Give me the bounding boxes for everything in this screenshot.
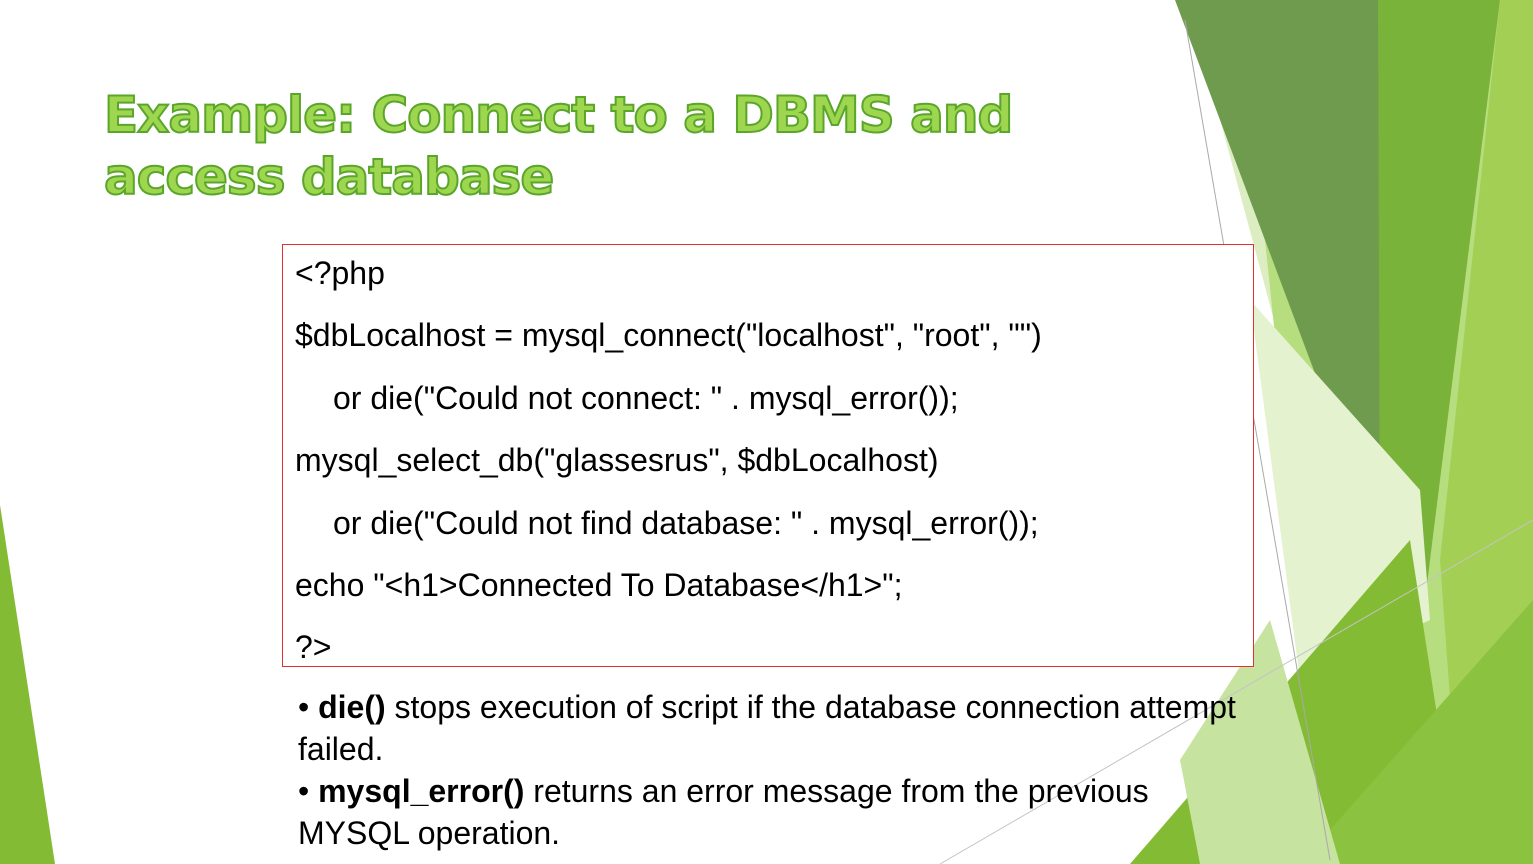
note-term: die() xyxy=(318,689,386,725)
code-line: or die("Could not connect: " . mysql_err… xyxy=(333,380,959,416)
left-shape xyxy=(0,505,55,864)
note-mysql-error: • mysql_error() returns an error message… xyxy=(298,770,1258,854)
notes-list: • die() stops execution of script if the… xyxy=(298,686,1258,854)
note-term: mysql_error() xyxy=(318,773,525,809)
code-box: <?php $dbLocalhost = mysql_connect("loca… xyxy=(282,244,1254,667)
code-line: echo "<h1>Connected To Database</h1>"; xyxy=(295,567,903,603)
note-text: stops execution of script if the databas… xyxy=(298,689,1236,767)
bullet: • xyxy=(298,773,310,809)
note-die: • die() stops execution of script if the… xyxy=(298,686,1258,770)
thin-line-2 xyxy=(939,519,1533,864)
code-line: ?> xyxy=(295,629,332,665)
note-text: returns an error message from the previo… xyxy=(298,773,1149,851)
code-line: $dbLocalhost = mysql_connect("localhost"… xyxy=(295,317,1042,353)
code-line: mysql_select_db("glassesrus", $dbLocalho… xyxy=(295,442,939,478)
bullet: • xyxy=(298,689,310,725)
bottom-shape-pale xyxy=(1180,620,1340,864)
code-line: or die("Could not find database: " . mys… xyxy=(333,505,1039,541)
bottom-shape-right xyxy=(1300,600,1533,864)
slide-title: Example: Connect to a DBMS and access da… xyxy=(103,85,1014,207)
thin-line-1 xyxy=(1184,19,1331,861)
code-line: <?php xyxy=(295,255,385,291)
